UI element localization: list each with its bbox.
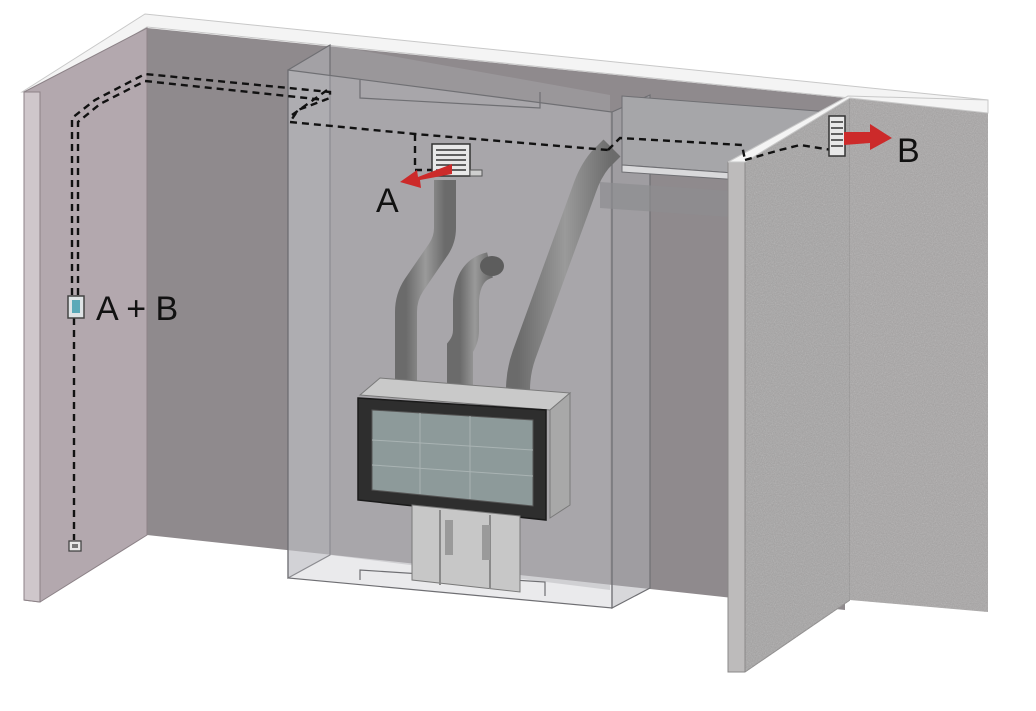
- label-control-box: A + B: [96, 290, 178, 328]
- flue-pipes: [395, 139, 621, 392]
- right-wall-top: [727, 95, 989, 163]
- pipe-right: [506, 139, 621, 391]
- pipe-left: [395, 180, 456, 390]
- firebox-glass: [371, 409, 534, 507]
- left-wall-edge: [23, 91, 41, 603]
- right-wall-edge: [727, 161, 746, 673]
- right-wall: [727, 95, 989, 673]
- control-box: [67, 295, 85, 319]
- arrow-b-icon: [844, 124, 892, 150]
- firebox-base: [411, 504, 521, 593]
- airflow-arrow-b: [844, 124, 892, 150]
- label-outlet-a: A: [376, 182, 399, 220]
- right-wall-back-face: [850, 97, 988, 612]
- airflow-arrow-a: [400, 164, 452, 188]
- wall-socket: [68, 540, 82, 552]
- right-wall-front-face: [727, 97, 851, 673]
- vent-grille-b: [828, 115, 846, 157]
- fireplace-insert: [357, 377, 572, 593]
- pipe-center: [447, 252, 494, 392]
- enclosure-top-cutout: [359, 80, 541, 109]
- label-outlet-b: B: [897, 132, 920, 170]
- dashed-duct-lines: [70, 72, 833, 540]
- firebox-side: [549, 391, 571, 519]
- arrow-a-icon: [400, 164, 452, 188]
- pipe-center-opening: [480, 256, 504, 276]
